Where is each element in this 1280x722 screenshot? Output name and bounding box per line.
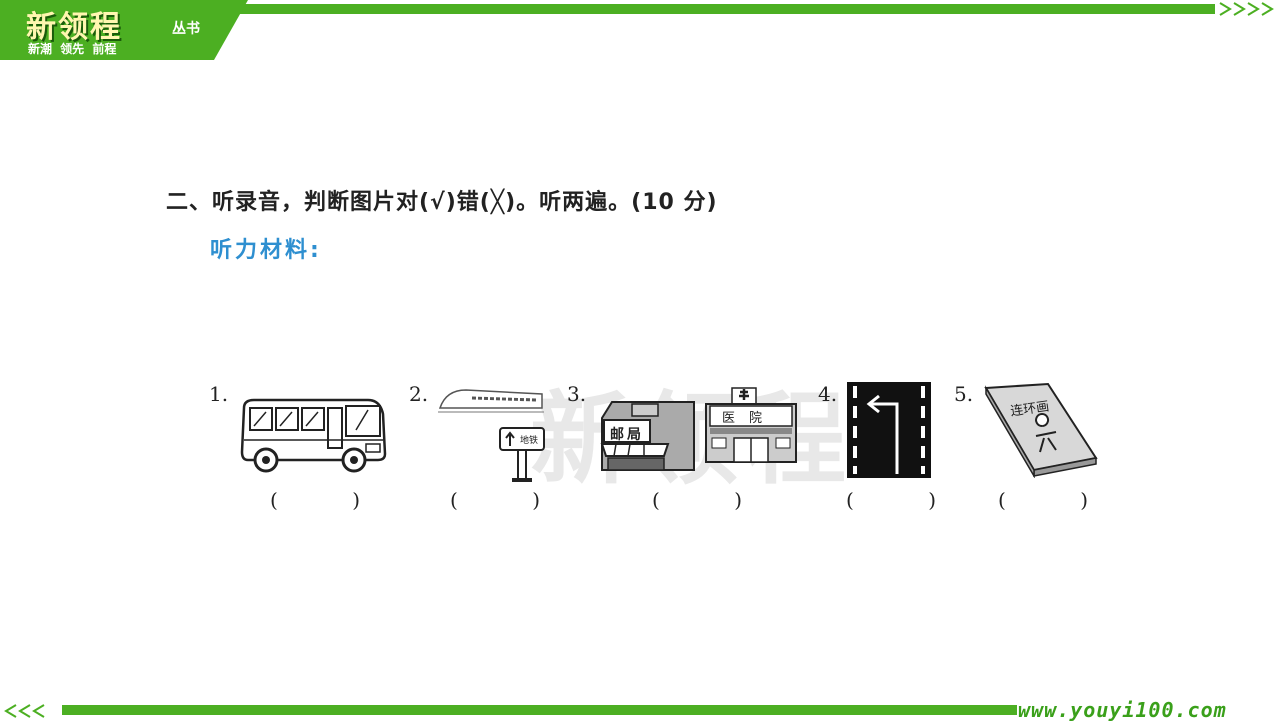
paren-open: (: [846, 488, 854, 512]
paren-open: (: [450, 488, 458, 512]
paren-close: ): [734, 488, 742, 512]
listening-material-label: 听力材料:: [210, 238, 322, 263]
forward-arrows-icon: [1219, 2, 1274, 16]
paren-open: (: [270, 488, 278, 512]
item-number-1: 1.: [209, 382, 229, 406]
back-arrows-icon[interactable]: [0, 702, 60, 720]
paren-close: ): [1080, 488, 1088, 512]
item-number-2: 2.: [409, 382, 429, 406]
brand-logo: 新领程 丛书 新潮 领先 前程: [0, 0, 248, 60]
item-number-3: 3.: [567, 382, 587, 406]
paren-close: ): [352, 488, 360, 512]
brand-slogan: 新潮 领先 前程: [28, 42, 117, 56]
paren-close: ): [532, 488, 540, 512]
brand-title: 新领程: [26, 10, 122, 45]
brand-series: 丛书: [172, 21, 200, 37]
answer-blank-5[interactable]: ( ): [998, 488, 1088, 512]
site-url[interactable]: www.youyi100.com: [1018, 698, 1227, 722]
bus-image: [240, 398, 387, 473]
question-title: 二、听录音，判断图片对(√)错(╳)。听两遍。(10 分): [166, 190, 718, 215]
paren-open: (: [998, 488, 1006, 512]
header-line: [230, 4, 1215, 14]
subway-sign-image: [499, 427, 545, 482]
item-number-4: 4.: [818, 382, 838, 406]
item-number-5: 5.: [954, 382, 974, 406]
post-office-image: [600, 401, 695, 471]
post-office-sign: 邮局: [610, 427, 644, 443]
paren-close: ): [928, 488, 936, 512]
subway-train-image: [438, 389, 544, 413]
comic-book-image: [984, 382, 1098, 478]
answer-blank-2[interactable]: ( ): [450, 488, 540, 512]
answer-blank-3[interactable]: ( ): [652, 488, 742, 512]
answer-blank-1[interactable]: ( ): [270, 488, 360, 512]
paren-open: (: [652, 488, 660, 512]
subway-sign-label: 地铁: [520, 436, 539, 446]
footer-line: [62, 705, 1017, 715]
hospital-image: [705, 387, 797, 463]
hospital-sign: 医院: [722, 411, 777, 426]
header-bar: 新领程 丛书 新潮 领先 前程: [0, 0, 1280, 60]
turn-left-road-image: [847, 382, 931, 478]
answer-blank-4[interactable]: ( ): [846, 488, 936, 512]
